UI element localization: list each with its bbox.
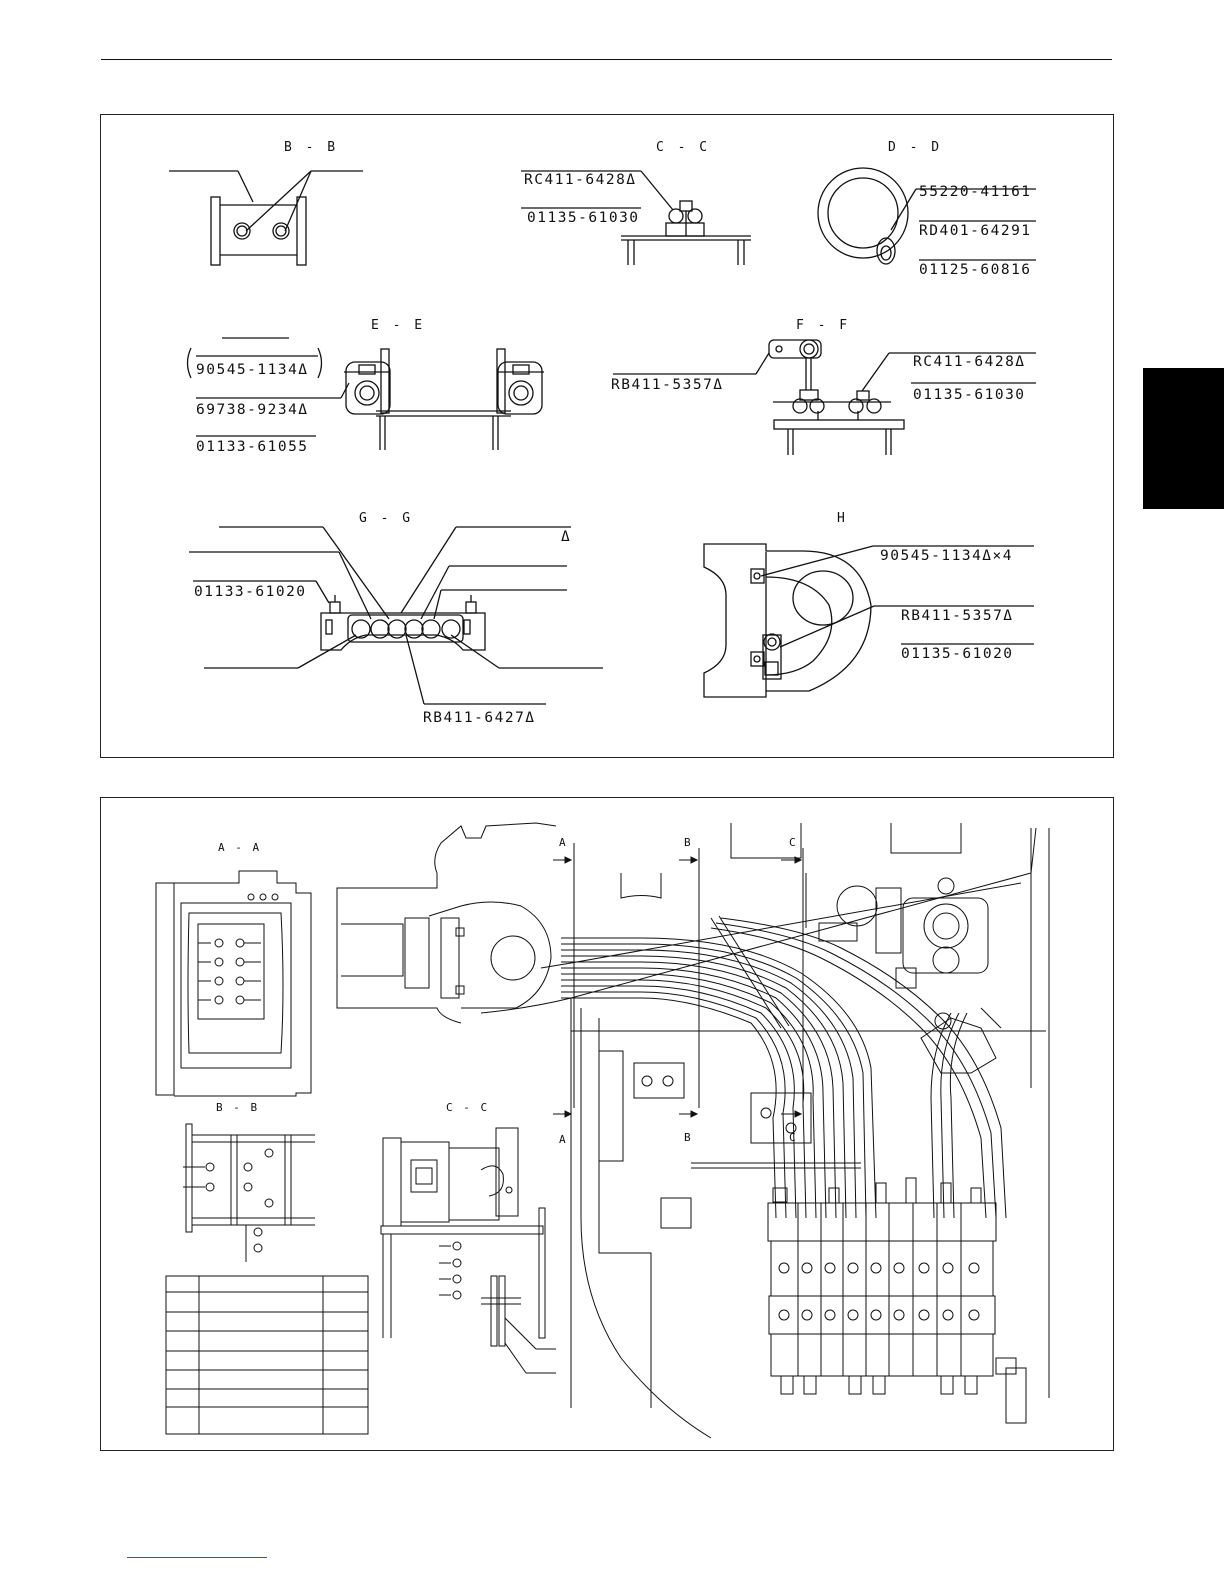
h-part-3: 01135-61020: [901, 646, 1014, 662]
view-aa-small: A - A: [156, 841, 311, 1096]
section-mark-b-bottom: B: [684, 1131, 693, 1144]
view-dd: D - D 55220-41161 RD401-64291 01125-6081…: [818, 140, 1036, 278]
view-bb: B - B: [169, 140, 363, 265]
view-ee-title: E - E: [371, 318, 425, 333]
section-mark-a-bottom: A: [559, 1133, 568, 1146]
ee-part-3: 01133-61055: [196, 439, 309, 455]
view-h-title: H: [837, 511, 848, 526]
h-part-1: 90545-1134Δ×4: [880, 548, 1013, 564]
footer-link-rule: [127, 1557, 267, 1558]
ff-part-2: RC411-6428Δ: [913, 354, 1026, 370]
view-cc-small: C - C: [381, 1101, 556, 1373]
parts-table: [166, 1276, 368, 1434]
section-tab: [1143, 368, 1224, 509]
header-rule: [101, 59, 1112, 60]
view-ee: E - E 90545-1134Δ 69738-9234Δ 01133-6105…: [188, 318, 545, 455]
main-assembly-view: A B C A B C: [337, 823, 1049, 1438]
view-h: H 90545-1134Δ×4 RB411-5357Δ 01135-61020: [704, 511, 1034, 697]
section-mark-b-top: B: [684, 836, 693, 849]
detail-views-panel: B - B C - C RC411-6428Δ 01135-61030 D - …: [100, 114, 1114, 758]
section-mark-a-top: A: [559, 836, 568, 849]
cc-part-2: 01135-61030: [527, 210, 640, 226]
aa-view-title: A - A: [218, 841, 261, 854]
cc-part-1: RC411-6428Δ: [524, 172, 637, 188]
ee-part-2: 69738-9234Δ: [196, 402, 309, 418]
view-cc: C - C RC411-6428Δ 01135-61030: [521, 140, 751, 265]
gg-part-2: 01133-61020: [194, 584, 307, 600]
detail-views-drawing: B - B C - C RC411-6428Δ 01135-61030 D - …: [101, 115, 1113, 757]
dd-part-1: 55220-41161: [919, 184, 1032, 200]
ff-part-1: RB411-5357Δ: [611, 377, 724, 393]
gg-part-3: RB411-6427Δ: [423, 710, 536, 726]
hose-routing-drawing: A - A B - B C - C: [101, 798, 1113, 1450]
cc-view-title: C - C: [446, 1101, 489, 1114]
view-cc-title: C - C: [656, 140, 710, 155]
view-ff-title: F - F: [796, 318, 850, 333]
view-bb-title: B - B: [284, 140, 338, 155]
dd-part-2: RD401-64291: [919, 223, 1032, 239]
view-gg: G - G Δ 01133-61020 RB411-6427Δ: [189, 511, 603, 726]
view-bb-small: B - B: [183, 1101, 315, 1262]
hose-routing-panel: A - A B - B C - C: [100, 797, 1114, 1451]
dd-part-3: 01125-60816: [919, 262, 1032, 278]
view-ff: F - F RB411-5357Δ RC411-6428Δ 01135-6103…: [611, 318, 1036, 455]
view-dd-title: D - D: [888, 140, 942, 155]
gg-part-1: Δ: [561, 529, 571, 545]
ff-part-3: 01135-61030: [913, 387, 1026, 403]
ee-part-1: 90545-1134Δ: [196, 362, 309, 378]
section-mark-c-top: C: [789, 836, 798, 849]
h-part-2: RB411-5357Δ: [901, 608, 1014, 624]
view-gg-title: G - G: [359, 511, 413, 526]
bb-view-title: B - B: [216, 1101, 259, 1114]
